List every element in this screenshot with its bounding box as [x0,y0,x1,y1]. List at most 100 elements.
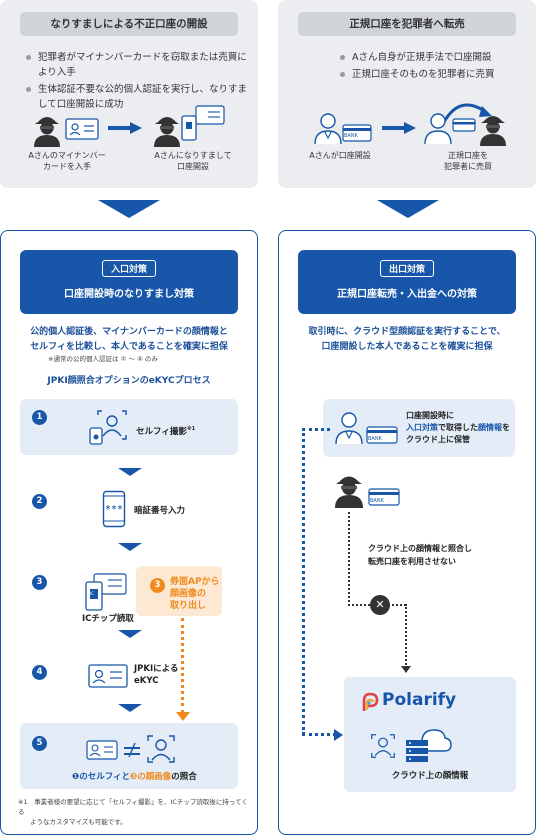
bank-card-icon [368,488,400,506]
pin-entry-phone-icon [102,490,126,528]
id-card-icon [88,664,128,688]
caption-line: 口座開設 [177,162,209,171]
approx-equal-icon [124,742,140,758]
process-title: JPKI顔照合オプションのeKYCプロセス [47,376,211,386]
step-number: 1 [32,410,47,425]
orange-dotted-connector [181,618,184,713]
chip-label: IC [90,591,94,596]
face-scan-icon [147,735,175,763]
text-line: クラウド上に保管 [406,435,470,444]
bullet-list: 犯罪者がマイナンバーカードを窃取または売買により入手 生体認証不要な公的個人認証… [26,50,248,114]
caption-line: Aさんになりすまして [154,151,232,160]
panel-title: なりすましによる不正口座の開設 [20,12,238,36]
step-arrow-icon [118,468,142,476]
arrow-right-icon [382,122,416,134]
step-label-text: セルフィ撮影 [136,426,187,437]
selfie-camera-icon [89,410,127,445]
step-label-line: eKYC [134,676,159,686]
label-part: ❶のセルフィと [72,772,131,782]
step-number: 2 [32,494,47,509]
bullet-item: 犯罪者がマイナンバーカードを窃取または売買により入手 [26,50,248,80]
panel-title: 正規口座を犯罪者へ転売 [298,12,516,36]
text-line: 入口対策で取得した顔情報を [406,422,512,434]
footnote-ref: ※1 [186,426,196,432]
down-arrow-icon [98,200,160,218]
step-arrow-icon [118,543,142,551]
text-part: 顔情報 [478,423,502,432]
arrow-right-icon [108,122,142,134]
blue-dotted-connector [302,733,336,736]
footnote-line: ようなカスタマイズも可能です。 [30,818,127,826]
cloud-caption: クラウド上の顔情報 [391,771,469,781]
entry-header: 入口対策 口座開設時のなりすまし対策 [20,250,238,314]
desc-line: セルフィを比較し、本人であることを確実に担保 [30,342,228,352]
caption-line: 正規口座を [448,151,488,160]
bank-card-icon [452,118,476,132]
exit-description: 取引時に、クラウド型顔認証を実行することで、 口座開設した本人であることを確実に… [288,325,526,355]
side-line: 顔画像の [170,589,207,599]
step-label-line: JPKIによる [134,664,179,674]
text-part: で取得した [438,423,478,432]
text-part: 入口対策 [406,423,438,432]
cloud-server-icon [406,729,452,762]
desc-line: 口座開設した本人であることを確実に担保 [321,342,493,352]
bullet-list: Aさん自身が正規手法で口座開設 正規口座そのものを犯罪者に売買 [340,50,530,84]
step-3-side-box [136,566,222,616]
bank-label: BANK [344,133,358,139]
label-part: の照合 [171,772,197,782]
bank-label: BANK [368,436,382,442]
person-icon [424,113,452,144]
caption-line: 犯罪者に売買 [444,162,492,171]
bullet-item: 生体認証不要な公的個人認証を実行し、なりすまして口座開設に成功 [26,82,248,112]
desc-line: 取引時に、クラウド型顔認証を実行することで、 [308,327,506,337]
gray-dotted-connector [405,604,407,668]
entry-description: 公的個人認証後、マイナンバーカードの顔情報と セルフィを比較し、本人であることを… [12,325,246,355]
person-icon [314,113,342,144]
side-line: 取り出し [170,601,207,611]
blue-dotted-connector [302,428,330,431]
text-line: クラウド上の顔情報と照合し [368,544,472,553]
step-number: 3 [32,575,47,590]
step-number: 4 [32,665,47,680]
blue-arrowhead-icon [334,729,343,741]
text-line: 転売口座を利用させない [368,557,456,566]
person-icon [335,412,363,444]
bullet-item: Aさん自身が正規手法で口座開設 [340,50,530,65]
id-card-icon [65,118,99,140]
exit-title: 正規口座転売・入出金への対策 [337,289,477,300]
criminal-icon [34,117,60,147]
stored-face-text: 口座開設時に 入口対策で取得した顔情報を クラウド上に保管 [406,410,512,446]
stored-face-box [323,399,515,457]
step-number: 3 [150,578,165,593]
curved-transfer-arrow-icon [442,103,492,123]
id-card-icon [86,740,118,760]
blocked-x-icon: ✕ [370,595,390,615]
bank-label: BANK [370,498,384,504]
down-arrow-icon [377,200,439,218]
caption-open-account: Aさんになりすまして 口座開設 [148,150,238,172]
step-4-label: JPKIによる eKYC [134,663,178,687]
orange-arrowhead-icon [176,712,190,721]
step-1-box [20,399,238,455]
face-scan-icon [371,734,395,758]
caption-a-opens: Aさんが口座開設 [309,151,371,160]
problem-panel-resale: 正規口座を犯罪者へ転売 Aさん自身が正規手法で口座開設 正規口座そのものを犯罪者… [278,0,536,188]
blue-dotted-connector [302,428,305,735]
step-1-label: セルフィ撮影※1 [136,423,195,438]
entry-tag: 入口対策 [101,260,156,277]
smartphone-cards-icon [181,105,225,141]
gray-arrowhead-icon [401,666,411,673]
step-2-label: 暗証番号入力 [134,506,186,516]
bank-card-icon [366,426,398,444]
step-number: 5 [32,736,47,751]
desc-note: ※通常の公的個人認証は ② 〜 ④ のみ [48,355,158,363]
blocked-text: クラウド上の顔情報と照合し 転売口座を利用させない [368,542,472,568]
text-line: 口座開設時に [406,411,454,420]
entry-title: 口座開設時のなりすまし対策 [64,289,194,300]
gray-dotted-connector [348,512,350,606]
bullet-item: 正規口座そのものを犯罪者に売買 [340,67,530,82]
step-5-label: ❶のセルフィと❸の顔画像の照合 [72,771,197,783]
bank-card-icon [342,124,372,142]
pin-asterisks: ＊＊＊ [104,505,123,512]
criminal-icon [154,117,180,147]
